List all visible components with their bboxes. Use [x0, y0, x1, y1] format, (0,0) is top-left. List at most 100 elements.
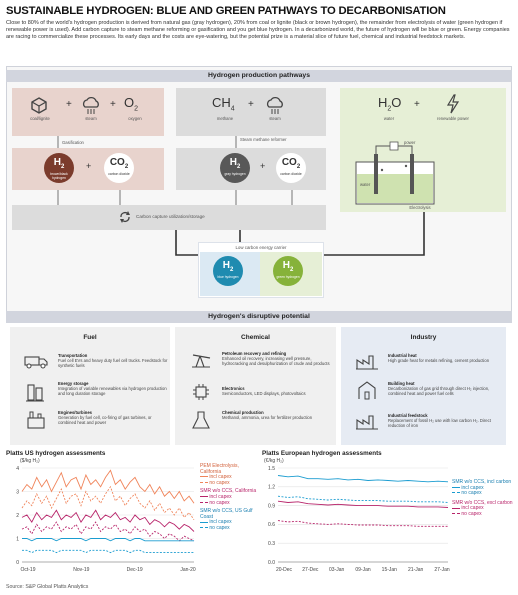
y-tick-label: 1.5 [268, 466, 275, 472]
series-line [22, 549, 194, 554]
x-tick-label: 21-Jan [408, 567, 424, 573]
item-desc: Decarbonization of gas grid through dire… [388, 386, 490, 396]
y-tick-label: 0 [16, 560, 19, 566]
plus-sign: + [110, 99, 116, 110]
y-tick-label: 0.9 [268, 503, 275, 509]
x-tick-label: 27-Dec [302, 567, 319, 573]
legend-entry: no capex [200, 525, 260, 532]
eu-legend: SMR w/o CCS, incl carbon incl capex no c… [452, 479, 514, 518]
methane-label: methane [216, 116, 234, 121]
coal-icon [30, 96, 48, 119]
power-label: power [404, 140, 416, 145]
plus-sign: + [248, 99, 254, 110]
y-tick-label: 0.0 [268, 560, 275, 566]
co2-circle: CO2 carbon dioxide [276, 153, 306, 183]
x-tick-label: Dec-19 [127, 567, 143, 573]
item-title: Energy storage [58, 381, 89, 386]
methane-input-box [176, 88, 326, 136]
intro-text: Close to 80% of the world's hydrogen pro… [6, 20, 510, 41]
item-title: Engines/turbines [58, 410, 92, 415]
factory-icon [356, 412, 378, 435]
ccus-bar [12, 205, 326, 230]
plus-sign: + [414, 99, 420, 110]
eu-chart-title: Platts European hydrogen assessments [262, 450, 382, 457]
item-desc: Generation by fuel cell, co-firing of ga… [58, 415, 152, 425]
industry-panel [341, 327, 506, 445]
item-desc: Enhanced oil recovery, increasing well p… [222, 356, 330, 366]
factory-icon [356, 352, 378, 375]
blue-hydrogen-circle: H2 blue hydrogen [213, 256, 243, 286]
eu-chart-ylabel: (€/kg H₂) [264, 458, 284, 464]
ccus-label: Carbon capture utilization/storage [136, 214, 205, 219]
battery-storage-icon [26, 382, 44, 407]
item-title: Electronics [222, 386, 245, 391]
x-tick-label: Oct-19 [20, 567, 35, 573]
y-tick-label: 1 [16, 536, 19, 542]
item-title: Building heat [388, 381, 415, 386]
y-tick-label: 4 [16, 466, 19, 472]
x-tick-label: 20-Dec [276, 567, 293, 573]
renewable-power-label: renewable power [437, 116, 469, 121]
methane-formula: CH4 [212, 95, 235, 113]
page-title: SUSTAINABLE HYDROGEN: BLUE AND GREEN PAT… [6, 5, 446, 17]
x-tick-label: 27-Jan [434, 567, 450, 573]
item-title: Industrial feedstock [388, 413, 428, 418]
legend-entry: incl capex [452, 506, 514, 512]
brown-hydrogen-circle: H2 brown/black hydrogen [44, 153, 74, 183]
steam-label: steam [85, 116, 97, 121]
series-line [277, 475, 449, 483]
series-line [21, 509, 195, 532]
fuel-title: Fuel [83, 334, 97, 341]
steam-cloud-icon [80, 95, 102, 120]
turbine-icon [26, 410, 46, 435]
us-legend: PEM Electrolysis, California incl capex … [200, 463, 260, 532]
truck-icon [24, 353, 48, 374]
oxygen-label: oxygen [128, 116, 142, 121]
item-desc: Semiconductors, LED displays, photovolta… [222, 391, 306, 396]
item-title: Petroleum recovery and refining [222, 351, 287, 356]
legend-entry: incl capex [200, 474, 260, 481]
gray-hydrogen-circle: H2 gray hydrogen [220, 153, 250, 183]
legend-entry: incl capex [200, 520, 260, 526]
electrolysis-illustration [355, 141, 435, 205]
legend-group: SMR w/o CCS, excl carbon [452, 499, 513, 506]
legend-group: PEM Electrolysis, California [200, 463, 239, 475]
y-tick-label: 0.3 [268, 541, 275, 547]
low-carbon-label: Low carbon energy carrier [235, 245, 287, 250]
legend-group: SMR w/o CCS, California [200, 488, 257, 495]
x-tick-label: 03-Jan [329, 567, 345, 573]
x-tick-label: Jan-20 [180, 567, 196, 573]
flask-icon [192, 410, 210, 435]
co2-circle: CO2 carbon dioxide [104, 153, 134, 183]
series-line [277, 495, 449, 503]
chemical-panel [175, 327, 336, 445]
production-header: Hydrogen production pathways [6, 70, 512, 82]
y-tick-label: 2 [16, 513, 19, 519]
item-title: Industrial heat [388, 353, 417, 358]
plus-sign: + [260, 161, 266, 171]
plus-sign: + [66, 99, 72, 110]
series-line [21, 469, 195, 504]
recycle-icon [118, 210, 132, 229]
electrolysis-water-label: water [360, 182, 371, 187]
industry-title: Industry [410, 334, 437, 341]
chip-icon [192, 383, 210, 406]
source-note: Source: S&P Global Platts Analytics [6, 584, 89, 590]
lightning-icon [446, 94, 460, 119]
series-line [21, 485, 195, 520]
legend-group: SMR w/o CCS, incl carbon [452, 479, 512, 485]
item-desc: Fuel cell EVs and heavy duty fuel cell t… [58, 358, 168, 368]
item-desc: High grade heat for metals refining, cem… [388, 358, 490, 363]
coal-label: coal/lignite [30, 116, 50, 121]
x-tick-label: 09-Jan [355, 567, 371, 573]
electrolysis-label: Electrolysis [409, 205, 431, 210]
series-line [21, 521, 195, 542]
chemical-title: Chemical [241, 334, 270, 341]
series-line [277, 500, 449, 508]
oxygen-formula: O2 [124, 95, 139, 113]
water-formula: H2O [378, 95, 402, 113]
disruptive-header: Hydrogen's disruptive potential [6, 311, 512, 323]
x-tick-label: 15-Jan [382, 567, 398, 573]
smr-label: Steam methane reformer [240, 137, 287, 142]
